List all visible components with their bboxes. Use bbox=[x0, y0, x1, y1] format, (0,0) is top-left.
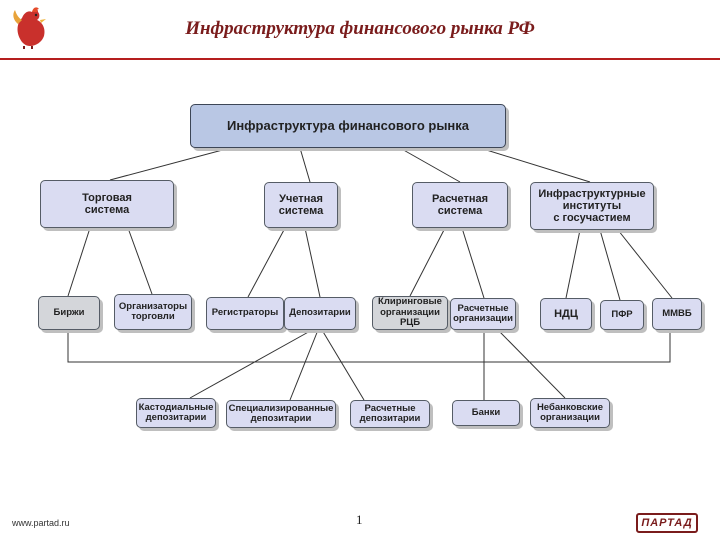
node-ndc: НДЦ bbox=[540, 298, 592, 330]
node-root: Инфраструктура финансового рынка bbox=[190, 104, 506, 148]
node-exchanges: Биржи bbox=[38, 296, 100, 330]
node-settlement-depositories: Расчетные депозитарии bbox=[350, 400, 430, 428]
node-nonbank-organizations: Небанковские организации bbox=[530, 398, 610, 428]
rooster-logo-icon bbox=[13, 7, 46, 49]
node-settlement-system: Расчетная система bbox=[412, 182, 508, 228]
node-registrars: Регистраторы bbox=[206, 297, 284, 330]
node-specialized-depositories: Специализированные депозитарии bbox=[226, 400, 336, 428]
footer-url: www.partad.ru bbox=[12, 518, 70, 528]
node-trading-system: Торговая система bbox=[40, 180, 174, 228]
partad-logo: ПАРТАД bbox=[636, 513, 698, 533]
slide-title: Инфраструктура финансового рынка РФ bbox=[185, 18, 535, 39]
title-divider bbox=[0, 58, 720, 60]
page-number: 1 bbox=[356, 512, 363, 527]
node-accounting-system: Учетная система bbox=[264, 182, 338, 228]
node-settlement-organizations: Расчетные организации bbox=[450, 298, 516, 330]
node-infrastructure-institutions: Инфраструктурные институты с госучастием bbox=[530, 182, 654, 230]
node-custodial-depositories: Кастодиальные депозитарии bbox=[136, 398, 216, 428]
node-pfr: ПФР bbox=[600, 300, 644, 330]
node-banks: Банки bbox=[452, 400, 520, 426]
node-trade-organizers: Организаторы торговли bbox=[114, 294, 192, 330]
node-mmvb: ММВБ bbox=[652, 298, 702, 330]
node-depositories: Депозитарии bbox=[284, 297, 356, 330]
node-clearing-organizations: Клиринговые организации РЦБ bbox=[372, 296, 448, 330]
